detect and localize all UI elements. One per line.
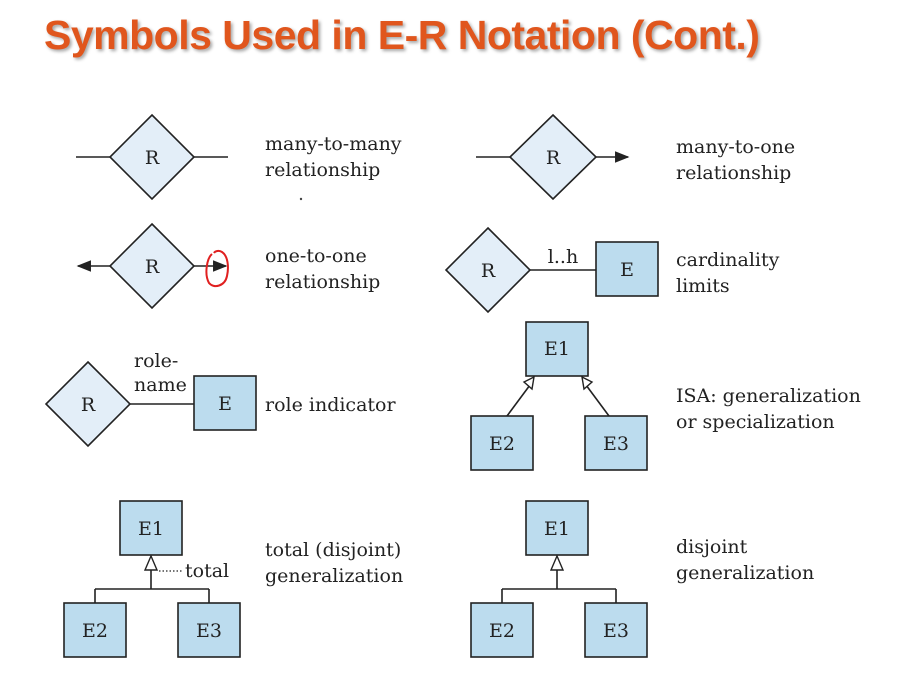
child-entity-box (584, 415, 648, 471)
many-to-many-symbol: R (76, 113, 228, 201)
hollow-arrowhead (522, 375, 535, 391)
role-indicator-symbol: R E role- name (44, 350, 257, 448)
stray-dot (299, 197, 303, 201)
one-to-one-symbol: R (76, 222, 229, 310)
child-entity-box (177, 602, 241, 658)
relationship-label: R (81, 394, 96, 416)
isa-caption-line2: or specialization (676, 411, 835, 433)
parent-entity-label: E1 (544, 518, 570, 540)
child-entity-box (63, 602, 127, 658)
isa-link (585, 384, 610, 417)
parent-entity-box (525, 500, 589, 556)
relationship-diamond (108, 222, 196, 310)
entity-label: E (218, 393, 232, 415)
disjoint-generalization-symbol: E1 E2 E3 (470, 500, 648, 658)
relationship-diamond (108, 113, 196, 201)
child-entity-label: E2 (489, 433, 515, 455)
relationship-label: R (546, 147, 561, 169)
total-generalization-caption-line1: total (disjoint) (265, 539, 401, 561)
role-name-label-line1: role- (134, 350, 178, 372)
hollow-arrowhead (143, 554, 159, 571)
relationship-diamond (444, 226, 532, 314)
total-tag-label: total (185, 560, 229, 582)
relationship-diamond (44, 360, 132, 448)
entity-box (193, 375, 257, 431)
child-entity-label: E3 (196, 620, 222, 642)
isa-link (506, 384, 531, 417)
parent-entity-box (119, 500, 183, 556)
parent-entity-label: E1 (544, 338, 570, 360)
isa-caption-line1: ISA: generalization (676, 385, 861, 407)
cardinality-limits-symbol: R E l..h (444, 226, 659, 314)
many-to-many-caption-line2: relationship (265, 159, 380, 181)
cardinality-caption-line2: limits (676, 275, 730, 297)
child-entity-box (470, 415, 534, 471)
relationship-diamond (508, 113, 598, 201)
many-to-one-caption-line2: relationship (676, 162, 791, 184)
entity-label: E (620, 259, 634, 281)
child-entity-label: E3 (603, 620, 629, 642)
many-to-many-caption-line1: many-to-many (265, 133, 402, 155)
relationship-label: R (481, 260, 496, 282)
child-entity-label: E2 (82, 620, 108, 642)
cardinality-caption-line1: cardinality (676, 249, 780, 271)
cardinality-limit-label: l..h (548, 246, 578, 268)
entity-box (595, 241, 659, 297)
many-to-one-symbol: R (476, 113, 630, 201)
child-entity-label: E3 (603, 433, 629, 455)
total-generalization-caption-line2: generalization (265, 565, 403, 587)
role-name-label-line2: name (134, 374, 187, 396)
disjoint-generalization-caption-line1: disjoint (676, 536, 748, 558)
relationship-label: R (145, 147, 160, 169)
annotation-circle (205, 249, 229, 288)
hollow-arrowhead (549, 554, 565, 571)
many-to-one-caption-line1: many-to-one (676, 136, 795, 158)
role-indicator-caption: role indicator (265, 394, 396, 416)
total-generalization-symbol: E1 E2 E3 total (63, 500, 241, 658)
child-entity-label: E2 (489, 620, 515, 642)
one-to-one-caption-line1: one-to-one (265, 245, 367, 267)
one-to-one-caption-line2: relationship (265, 271, 380, 293)
parent-entity-label: E1 (138, 518, 164, 540)
disjoint-generalization-caption-line2: generalization (676, 562, 814, 584)
child-entity-box (470, 602, 534, 658)
slide-title: Symbols Used in E-R Notation (Cont.) (44, 12, 760, 58)
child-entity-box (584, 602, 648, 658)
parent-entity-box (525, 321, 589, 377)
hollow-arrowhead (581, 375, 594, 391)
relationship-label: R (145, 256, 160, 278)
isa-symbol: E1 E2 E3 (470, 321, 648, 471)
